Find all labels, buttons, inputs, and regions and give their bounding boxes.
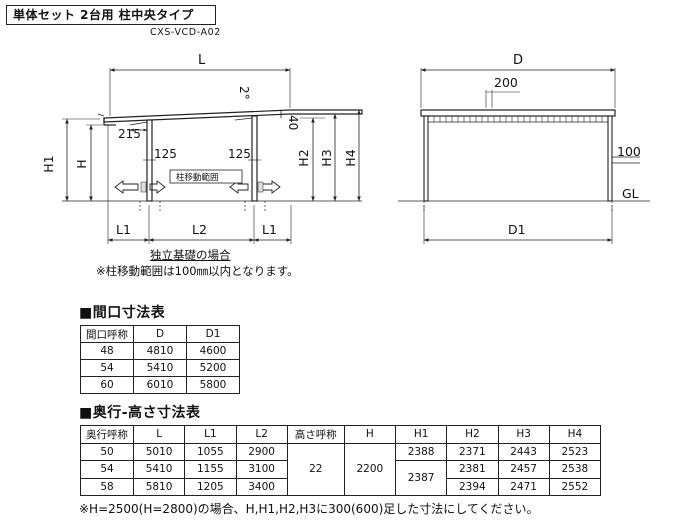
table-cell: 2394 <box>446 477 499 496</box>
table-cell: 5410 <box>133 359 187 377</box>
table-row: 58 5810 1205 3400 2394 2471 2552 <box>80 477 602 496</box>
side-elevation <box>62 68 363 244</box>
side-post-right <box>251 115 258 202</box>
table-header: D <box>133 325 187 343</box>
dim-125-left: 125 <box>154 147 177 161</box>
dim-200: 200 <box>494 75 518 90</box>
table-header: L2 <box>235 425 288 444</box>
model-number: CXS-VCD-A02 <box>150 27 221 38</box>
table-cell: 5810 <box>132 477 186 496</box>
table1-title: ■間口寸法表 <box>79 305 166 321</box>
depth-height-table: 奥行呼称 L L1 L2 高さ呼称 H H1 H2 H3 H4 50 5010 … <box>80 425 602 496</box>
dim-L1-left: L1 <box>116 222 131 237</box>
table-cell: 2552 <box>548 477 602 496</box>
dim-L: L <box>198 53 206 68</box>
dim-40: 40 <box>286 115 300 130</box>
table-cell: 58 <box>80 477 134 496</box>
table-row: 48 4810 4600 <box>80 342 240 360</box>
table-cell: 50 <box>80 442 134 461</box>
table-cell: 2457 <box>497 460 550 479</box>
table-cell: 5200 <box>186 359 240 377</box>
table-cell: 2900 <box>235 442 288 461</box>
table-cell: 6010 <box>133 376 187 394</box>
table-cell: 2200 <box>343 442 397 496</box>
table-cell: 1205 <box>184 477 237 496</box>
table-header-row: 奥行呼称 L L1 L2 高さ呼称 H H1 H2 H3 H4 <box>80 425 602 444</box>
table-header: H2 <box>446 425 499 444</box>
table-header: 奥行呼称 <box>80 425 134 444</box>
side-roof <box>103 109 363 123</box>
table-cell: 3100 <box>235 460 288 479</box>
table-cell: 54 <box>80 359 134 377</box>
dim-H1: H1 <box>41 155 56 172</box>
dim-D1: D1 <box>508 222 526 237</box>
elevation-drawings: L 2° 40 215 125 125 H1 H H2 H3 H4 L1 L2 … <box>41 53 650 244</box>
dim-H2: H2 <box>296 149 311 166</box>
table-cell: 60 <box>80 376 134 394</box>
table-cell: 1055 <box>184 442 237 461</box>
table-header: 高さ呼称 <box>286 425 345 444</box>
table-header: H <box>343 425 397 444</box>
table-cell: 2381 <box>446 460 499 479</box>
table2-title: ■奥行-高さ寸法表 <box>79 405 201 421</box>
table-row: 54 5410 5200 <box>80 359 240 377</box>
move-arrow-left <box>114 180 139 194</box>
dim-125-right: 125 <box>228 147 251 161</box>
dim-100: 100 <box>617 144 641 159</box>
table-cell: 48 <box>80 342 134 360</box>
move-range-label: 柱移動範囲 <box>176 172 219 183</box>
table-cell: 5410 <box>132 460 186 479</box>
table-header-row: 間口呼称 D D1 <box>80 325 240 343</box>
dim-L1-right: L1 <box>262 222 277 237</box>
table-row: 60 6010 5800 <box>80 376 240 394</box>
footer-note: ※H=2500(H=2800)の場合、H,H1,H2,H3に300(600)足し… <box>79 502 539 516</box>
move-range-note: ※柱移動範囲は100㎜以内となります。 <box>96 264 299 278</box>
table-cell: 4810 <box>133 342 187 360</box>
table-cell: 54 <box>80 460 134 479</box>
table-header: H3 <box>497 425 550 444</box>
table-cell: 3400 <box>235 477 288 496</box>
table-cell: 1155 <box>184 460 237 479</box>
dim-H3: H3 <box>319 149 334 166</box>
front-post-left <box>423 115 429 202</box>
table-header: 間口呼称 <box>80 325 134 343</box>
dim-215: 215 <box>118 127 141 141</box>
dim-slope: 2° <box>237 86 251 100</box>
front-post-right <box>607 115 613 202</box>
table-cell: 2538 <box>548 460 602 479</box>
table-header: D1 <box>186 325 240 343</box>
table-header: L <box>132 425 186 444</box>
table-cell: 2387 <box>394 460 448 496</box>
table-header: H1 <box>394 425 448 444</box>
front-elevation <box>398 68 650 244</box>
table-cell: 5800 <box>186 376 240 394</box>
table-cell: 2371 <box>446 442 499 461</box>
dim-H4: H4 <box>343 149 358 166</box>
table-cell: 2523 <box>548 442 602 461</box>
side-post-left <box>146 119 153 202</box>
table-cell: 5010 <box>132 442 186 461</box>
frontage-table: 間口呼称 D D1 48 4810 4600 54 5410 5200 60 6… <box>80 325 240 394</box>
dim-D: D <box>513 53 523 68</box>
table-cell: 2388 <box>394 442 448 461</box>
table-cell: 2471 <box>497 477 550 496</box>
dim-L2: L2 <box>192 222 207 237</box>
label-GL: GL <box>622 186 639 201</box>
table-cell: 4600 <box>186 342 240 360</box>
table-row: 50 5010 1055 2900 22 2200 2388 2371 2443… <box>80 442 602 496</box>
foundation-caption: 独立基礎の場合 <box>150 248 231 262</box>
dim-H: H <box>74 159 89 168</box>
table-cell: 22 <box>286 442 345 496</box>
diagram-title: 単体セット 2台用 柱中央タイプ <box>6 5 216 25</box>
table-header: H4 <box>548 425 602 444</box>
front-roof <box>420 109 616 117</box>
table-row: 54 5410 1155 3100 2387 2381 2457 2538 <box>80 460 602 496</box>
table-cell: 2443 <box>497 442 550 461</box>
table-header: L1 <box>184 425 237 444</box>
